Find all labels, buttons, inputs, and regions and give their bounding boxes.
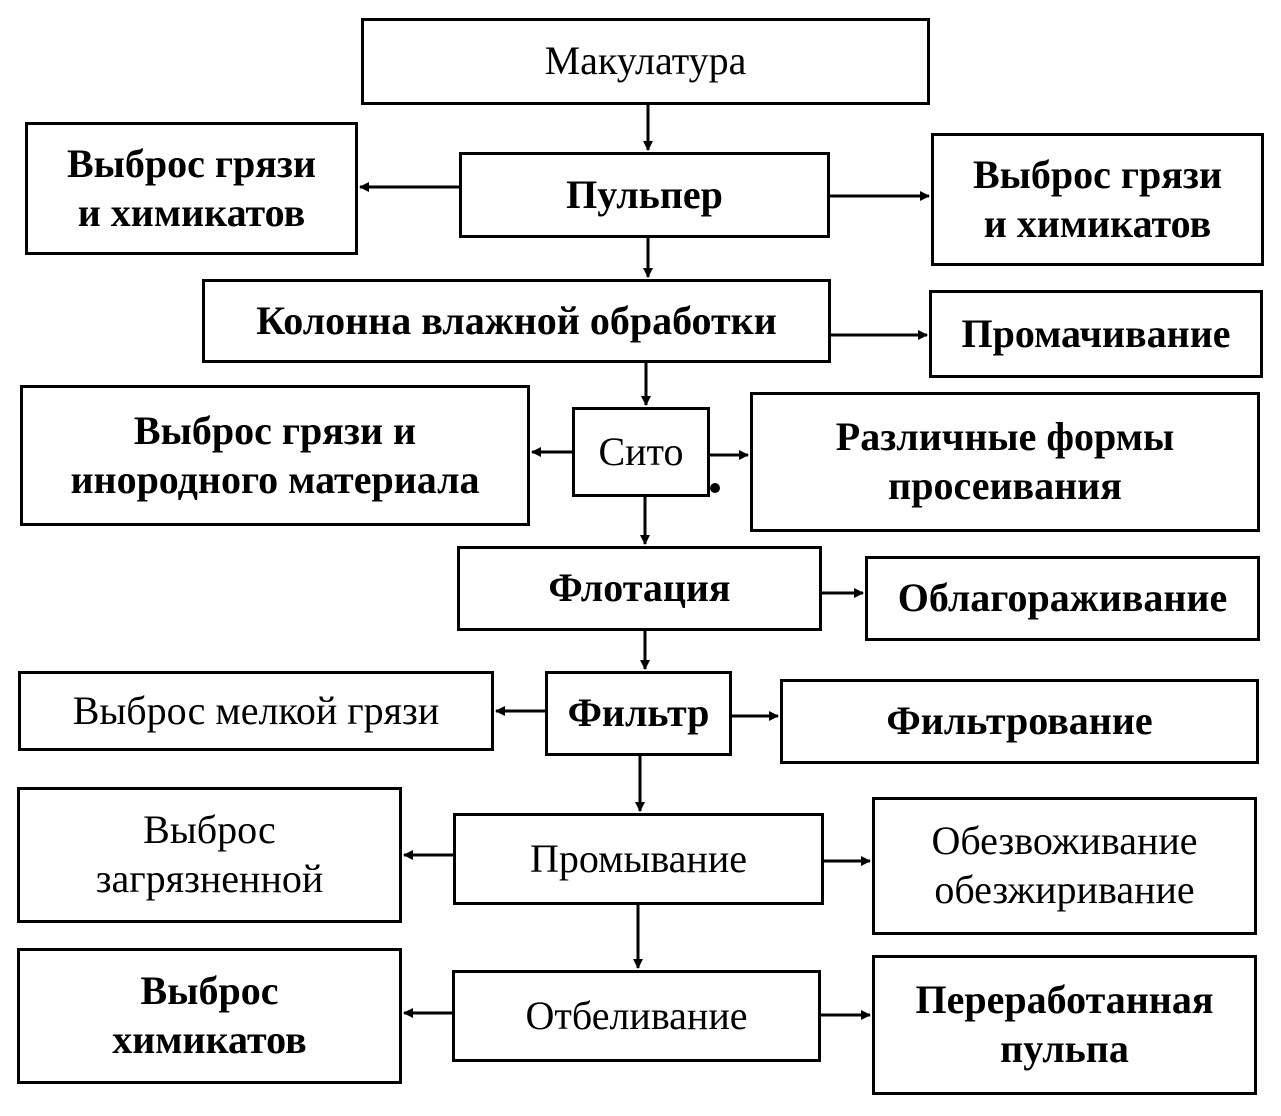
node-label: Флотация [548, 565, 731, 611]
node-label: Колонна влажной обработки [256, 297, 777, 343]
node-kolonna-right: Промачивание [929, 290, 1263, 378]
node-label: Промывание [530, 835, 747, 881]
node-promyvanie-right: Обезвоживание обезжиривание [872, 797, 1257, 935]
node-sito-left: Выброс грязи и инородного материала [20, 385, 530, 526]
node-filtr-left: Выброс мелкой грязи [18, 671, 494, 751]
node-promyvanie: Промывание [453, 813, 824, 905]
node-otbelivanie: Отбеливание [452, 970, 821, 1062]
node-label: Сито [598, 428, 684, 474]
node-label: Фильтр [567, 690, 710, 736]
node-filtr: Фильтр [545, 671, 732, 756]
node-label: Макулатура [544, 38, 747, 84]
node-label: Выброс грязи и химикатов [972, 151, 1223, 246]
node-label: Выброс химикатов [112, 968, 307, 1062]
node-kolonna: Колонна влажной обработки [202, 279, 831, 363]
junction-dot [710, 483, 720, 493]
node-label: Различные формы просеивания [835, 414, 1175, 508]
node-label: Пульпер [566, 171, 723, 217]
node-filtr-right: Фильтрование [780, 679, 1259, 764]
node-label: Облагораживание [897, 575, 1228, 621]
node-pulper: Пульпер [459, 152, 830, 238]
node-label: Выброс мелкой грязи [72, 687, 440, 733]
node-otbelivanie-right: Переработанная пульпа [872, 955, 1257, 1095]
node-flotatsiya-right: Облагораживание [865, 556, 1260, 641]
node-label: Фильтрование [886, 698, 1153, 744]
node-promyvanie-left: Выброс загрязненной [17, 787, 402, 923]
node-makulatura: Макулатура [361, 18, 930, 105]
node-label: Отбеливание [525, 992, 748, 1038]
node-label: Выброс грязи и инородного материала [70, 407, 480, 502]
node-sito: Сито [572, 407, 710, 497]
node-pulper-left: Выброс грязи и химикатов [25, 122, 358, 255]
node-label: Выброс грязи и химикатов [66, 140, 317, 235]
node-pulper-right: Выброс грязи и химикатов [931, 133, 1264, 266]
node-flotatsiya: Флотация [457, 546, 822, 631]
node-label: Обезвоживание обезжиривание [931, 818, 1198, 912]
node-label: Выброс загрязненной [95, 807, 324, 901]
node-sito-right: Различные формы просеивания [750, 392, 1260, 532]
node-otbelivanie-left: Выброс химикатов [17, 948, 402, 1084]
node-label: Промачивание [961, 310, 1231, 356]
node-label: Переработанная пульпа [915, 977, 1214, 1071]
